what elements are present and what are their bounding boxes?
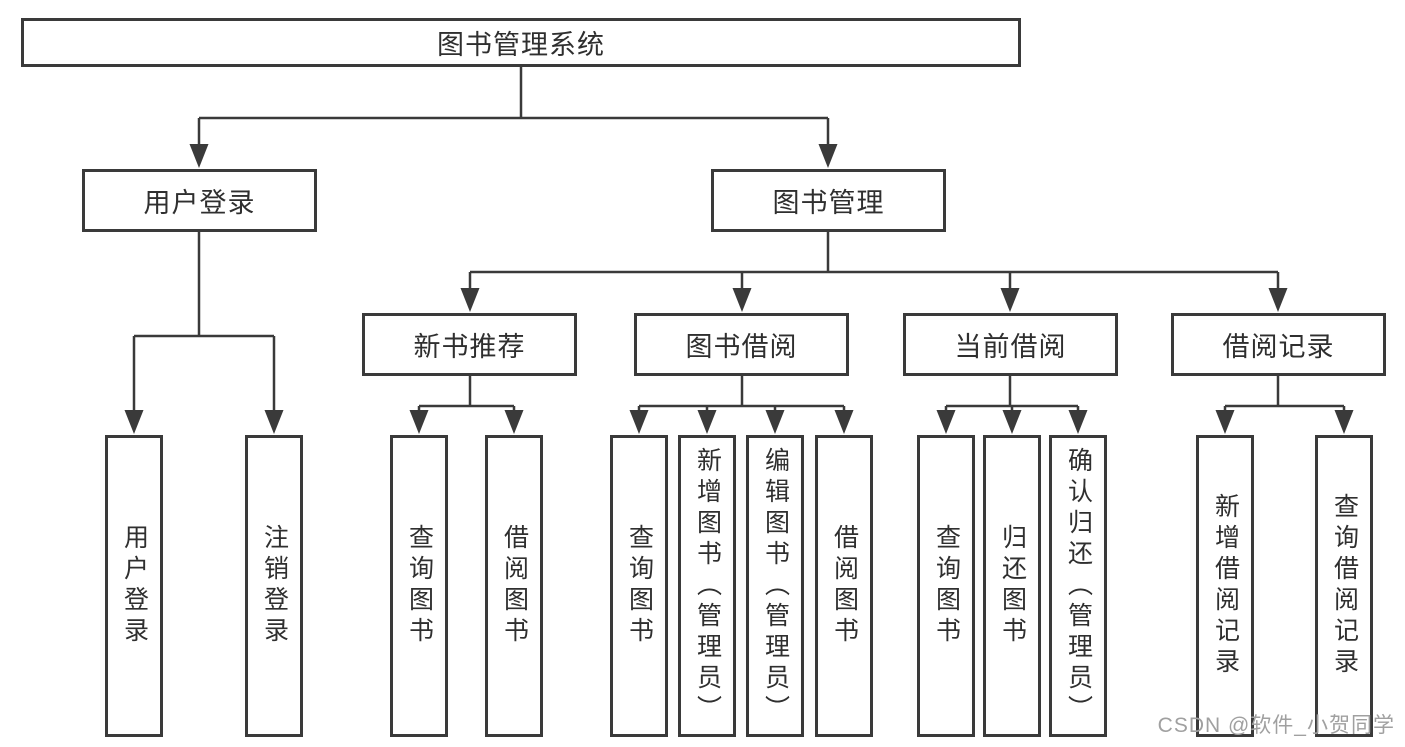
- node-book-management: 图书管理: [711, 169, 946, 232]
- node-label: 查询图书: [625, 524, 654, 648]
- leaf-current-query-books: 查询图书: [917, 435, 975, 737]
- node-label: 查询图书: [932, 524, 961, 648]
- node-label: 图书管理系统: [437, 30, 605, 60]
- node-label: 借阅记录: [1222, 332, 1335, 362]
- leaf-edit-books-admin: 编辑图书（管理员）: [746, 435, 804, 737]
- node-label: 注销登录: [260, 524, 289, 648]
- leaf-return-books: 归还图书: [983, 435, 1041, 737]
- leaf-confirm-return-admin: 确认归还（管理员）: [1049, 435, 1107, 737]
- node-library-management-system: 图书管理系统: [21, 18, 1021, 67]
- leaf-user-login: 用户登录: [105, 435, 163, 737]
- node-label: 用户登录: [143, 188, 256, 218]
- leaf-borrow-query-books: 查询图书: [610, 435, 668, 737]
- leaf-logout: 注销登录: [245, 435, 303, 737]
- node-label: 用户登录: [120, 524, 149, 648]
- leaf-recommend-query-books: 查询图书: [390, 435, 448, 737]
- node-label: 编辑图书（管理员）: [761, 446, 790, 726]
- node-label: 新增借阅记录: [1211, 493, 1240, 679]
- node-label: 借阅图书: [500, 524, 529, 648]
- node-label: 确认归还（管理员）: [1064, 446, 1093, 726]
- leaf-query-borrow-record: 查询借阅记录: [1315, 435, 1373, 737]
- leaf-add-borrow-record: 新增借阅记录: [1196, 435, 1254, 737]
- node-new-book-recommend: 新书推荐: [362, 313, 577, 376]
- node-label: 归还图书: [998, 524, 1027, 648]
- node-label: 查询借阅记录: [1330, 493, 1359, 679]
- csdn-watermark: CSDN @软件_小贺同学: [1157, 714, 1395, 737]
- node-current-borrowing: 当前借阅: [903, 313, 1118, 376]
- node-label: 当前借阅: [954, 332, 1067, 362]
- leaf-add-books-admin: 新增图书（管理员）: [678, 435, 736, 737]
- leaf-recommend-borrow-books: 借阅图书: [485, 435, 543, 737]
- node-label: 新书推荐: [413, 332, 526, 362]
- node-label: 图书管理: [772, 188, 885, 218]
- node-label: 查询图书: [405, 524, 434, 648]
- node-book-borrowing: 图书借阅: [634, 313, 849, 376]
- node-label: 借阅图书: [830, 524, 859, 648]
- node-borrowing-records: 借阅记录: [1171, 313, 1386, 376]
- node-user-login: 用户登录: [82, 169, 317, 232]
- leaf-borrow-books: 借阅图书: [815, 435, 873, 737]
- node-label: 新增图书（管理员）: [693, 446, 722, 726]
- node-label: 图书借阅: [685, 332, 798, 362]
